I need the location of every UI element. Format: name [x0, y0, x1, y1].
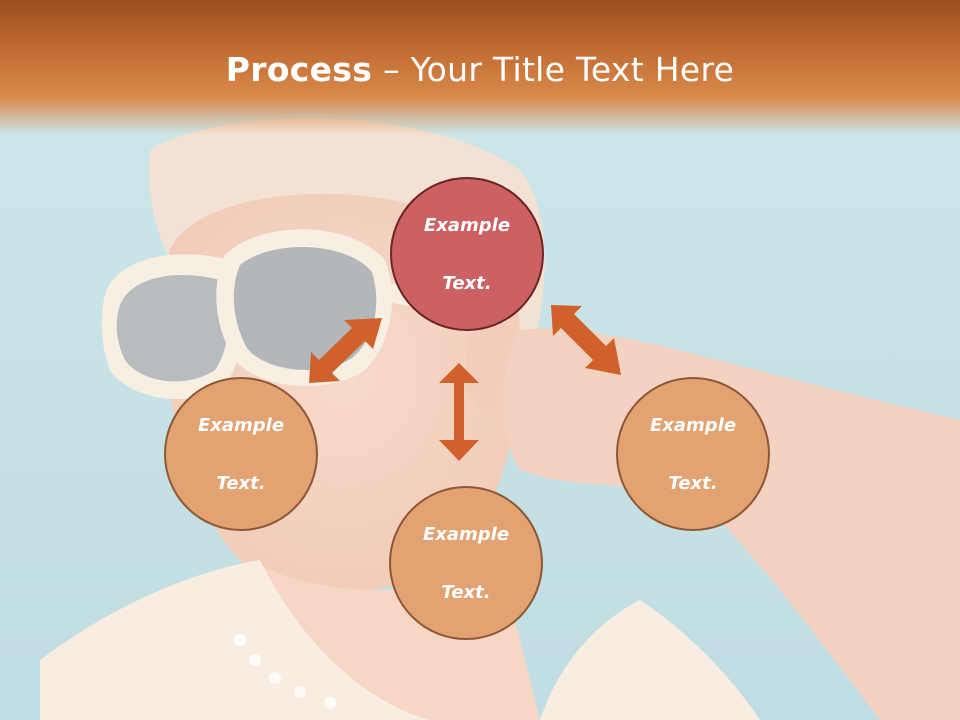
double-arrow-icon	[439, 363, 479, 461]
title-bar	[0, 0, 960, 135]
node-right-line1: Example	[649, 414, 737, 436]
node-bottom-line1: Example	[422, 523, 510, 545]
node-right-line2: Text.	[668, 472, 718, 494]
title-rest: Your Title Text Here	[410, 50, 735, 89]
double-arrow-icon	[309, 318, 382, 383]
slide-title: Process – Your Title Text Here	[0, 50, 960, 89]
double-arrow-icon	[551, 305, 621, 375]
node-left-line2: Text.	[216, 472, 266, 494]
node-bottom-line2: Text.	[441, 581, 491, 603]
title-dash: –	[372, 50, 411, 89]
node-top-line2: Text.	[442, 272, 492, 294]
node-left-line1: Example	[197, 414, 285, 436]
node-top-line1: Example	[423, 214, 511, 236]
title-bold: Process	[225, 50, 373, 89]
